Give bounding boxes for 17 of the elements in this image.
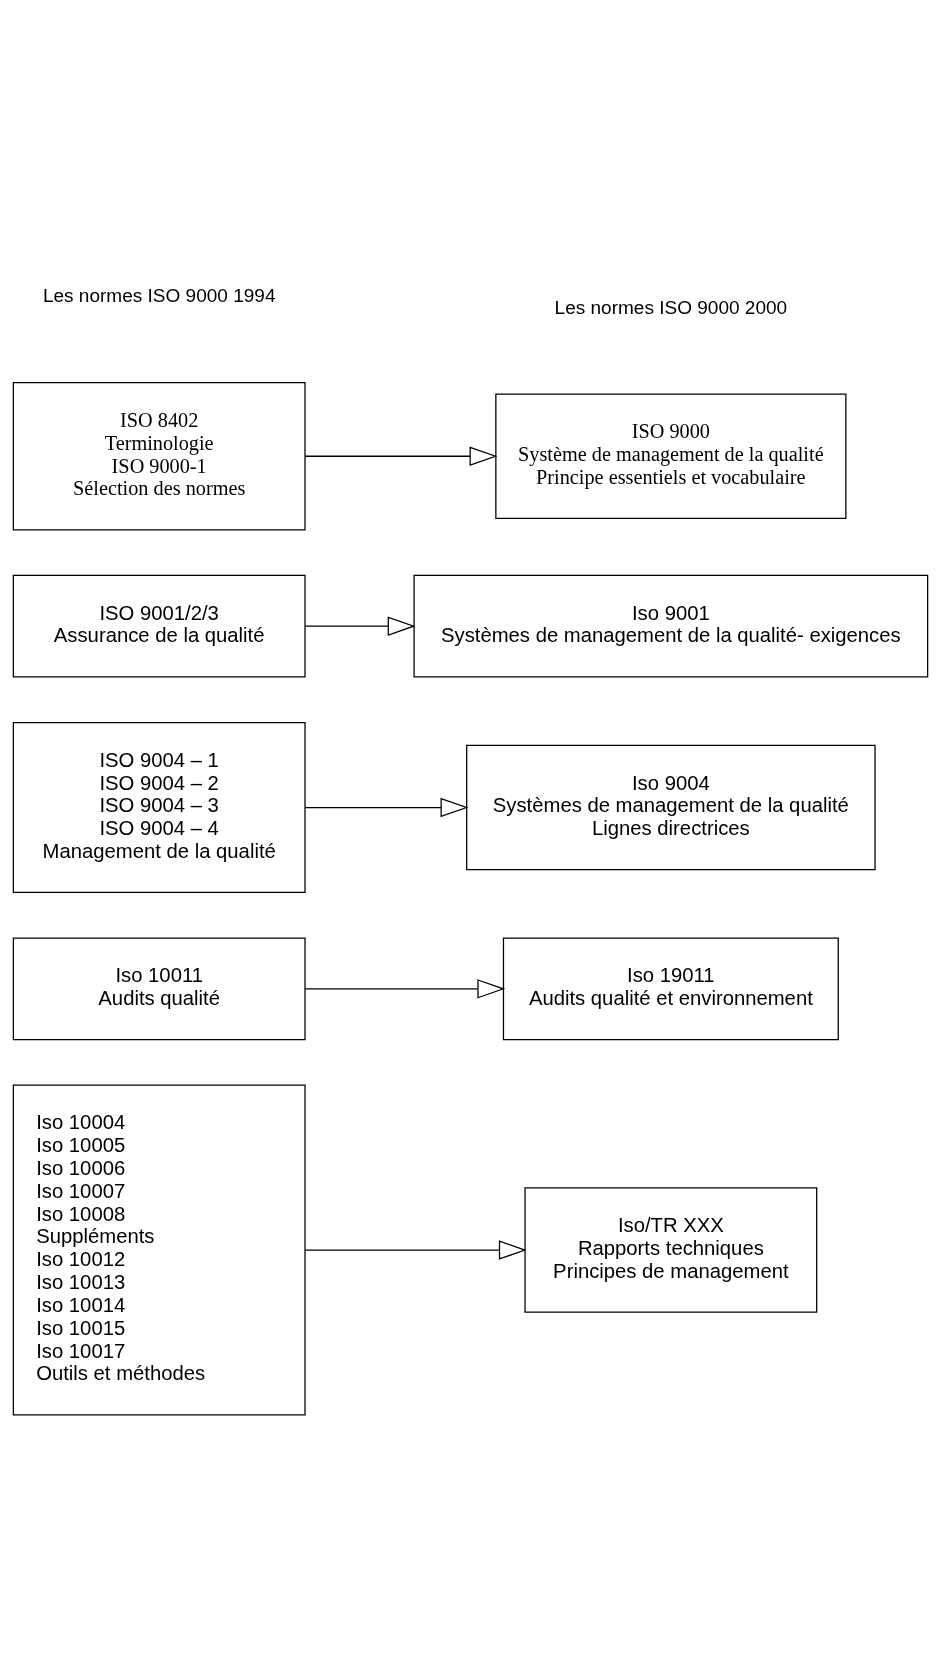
- arrow: [304, 616, 416, 636]
- label: Les normes ISO 9000 1994: [42, 285, 276, 307]
- node-box: Iso 9004 Systèmes de management de la qualité Lignes directrices: [466, 744, 876, 871]
- node-box: ISO 9004 – 1 ISO 9004 – 2 ISO 9004 – 3 ISO 9004 – 4 Management de la qualité: [12, 721, 306, 894]
- node-box: Iso 10004 Iso 10005 Iso 10006 Iso 10007 Iso 10008 Suppléments Iso 10012 Iso 10013 Iso 10014 Iso 10015 Iso 10017 Outils et méthodes: [12, 1084, 306, 1416]
- node-box: ISO 8402 Terminologie ISO 9000-1 Sélection des normes: [12, 382, 306, 531]
- arrow: [304, 979, 506, 999]
- arrow: [304, 446, 498, 467]
- arrow: [304, 797, 469, 818]
- arrow: [304, 1240, 527, 1260]
- node-box: Iso 10011 Audits qualité: [12, 937, 306, 1041]
- label: Les normes ISO 9000 2000: [554, 296, 788, 318]
- node-box: Iso 19011 Audits qualité et environnement: [502, 937, 839, 1041]
- node-box: ISO 9001/2/3 Assurance de la qualité: [12, 574, 306, 678]
- node-box: Iso 9001 Systèmes de management de la qualité- exigences: [413, 574, 929, 678]
- node-box: Iso/TR XXX Rapports techniques Principes de management: [524, 1187, 818, 1313]
- node-box: ISO 9000 Système de management de la qualité Principe essentiels et vocabulaire: [495, 393, 847, 520]
